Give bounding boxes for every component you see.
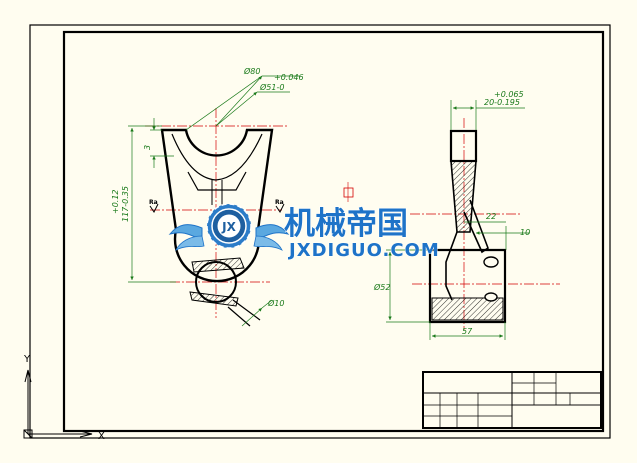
- front-dimensions: [128, 75, 300, 327]
- logo-gear-icon: [206, 203, 252, 249]
- dim-dia10: Ø10: [267, 298, 284, 308]
- dim-57: 57: [462, 327, 473, 336]
- center-marker: [343, 182, 354, 202]
- dim-dia51: Ø51-0: [259, 82, 284, 92]
- watermark-logo: JX 机械帝国 JXDIGUO.COM: [168, 203, 440, 261]
- roughness-left: Ra: [149, 199, 159, 213]
- outer-border: [29, 24, 611, 439]
- dim-tol-plus-012: +0.12: [111, 189, 120, 214]
- title-block: [422, 371, 602, 429]
- side-dimensions: [386, 100, 530, 340]
- dim-dia52: Ø52: [373, 282, 390, 292]
- ucs-icon: [23, 369, 93, 439]
- logo-badge: JX: [221, 220, 236, 234]
- dim-tol-plus-065: +0.065: [494, 90, 524, 99]
- fork-outline: [160, 128, 274, 283]
- dim-117: 117-0.35: [121, 186, 130, 222]
- side-view: [410, 118, 560, 330]
- dim-3: 3: [143, 145, 152, 150]
- dim-22: 22: [486, 212, 496, 221]
- inner-border: [62, 30, 605, 433]
- dim-tol-plus-046: +0.046: [274, 73, 304, 82]
- ucs-x-label: X: [98, 431, 105, 442]
- roughness-right: Ra: [275, 199, 285, 213]
- svg-text:Ra: Ra: [149, 199, 158, 206]
- logo-site-url: JXDIGUO.COM: [287, 240, 440, 261]
- dim-dia80: Ø80: [243, 66, 260, 76]
- ucs-y-label: Y: [23, 354, 31, 365]
- dim-10: 10: [520, 228, 530, 237]
- dim-20: 20-0.195: [484, 98, 520, 107]
- logo-chinese-name: 机械帝国: [284, 206, 408, 242]
- svg-text:Ra: Ra: [275, 199, 284, 206]
